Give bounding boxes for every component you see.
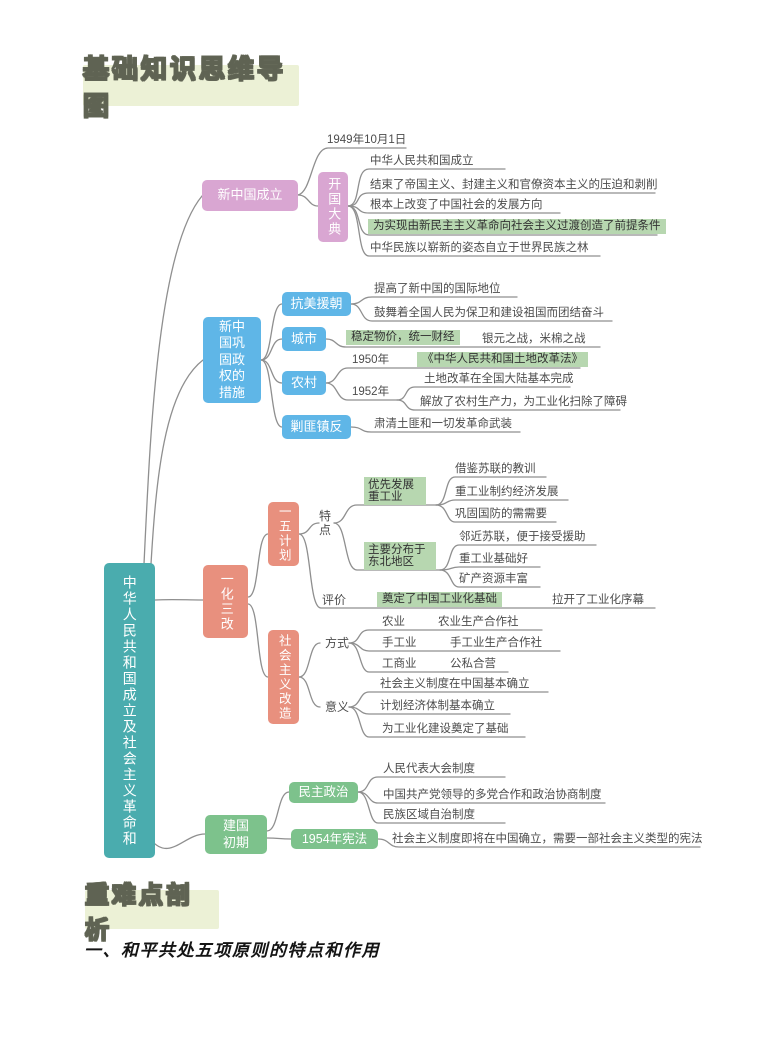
- mindmap-leaf: 结束了帝国主义、封建主义和官僚资本主义的压迫和剥削: [370, 179, 658, 191]
- mindmap-leaf-highlight: 主要分布于东北地区: [364, 542, 436, 570]
- mindmap-leaf-highlight: 稳定物价，统一财经: [346, 330, 460, 345]
- branch3-plan-node: 一五计划: [268, 502, 299, 566]
- mindmap-leaf: 根本上改变了中国社会的发展方向: [370, 199, 543, 211]
- branch3-reform-node: 社会主义改造: [268, 630, 299, 724]
- mindmap-leaf: 中国共产党领导的多党合作和政治协商制度: [383, 789, 602, 801]
- mindmap-leaf: 矿产资源丰富: [459, 573, 528, 585]
- mindmap-leaf: 农业生产合作社: [438, 616, 519, 628]
- key-point-heading: 一、和平共处五项原则的特点和作用: [84, 941, 380, 960]
- mindmap-leaf: 1950年: [352, 354, 390, 366]
- mindmap-leaf-highlight: 《中华人民共和国土地改革法》: [417, 352, 588, 367]
- mindmap-leaf: 土地改革在全国大陆基本完成: [424, 373, 574, 385]
- branch1-node: 新中国成立: [202, 180, 298, 211]
- mindmap-leaf: 为工业化建设奠定了基础: [382, 723, 509, 735]
- mindmap-leaf: 解放了农村生产力，为工业化扫除了障碍: [420, 396, 627, 408]
- label-tedian: 特点: [319, 509, 332, 537]
- mindmap-leaf: 中华人民共和国成立: [370, 155, 474, 167]
- mindmap-leaf: 银元之战，米棉之战: [482, 333, 586, 345]
- mindmap-leaf: 借鉴苏联的教训: [455, 463, 536, 475]
- mindmap-leaf: 社会主义制度在中国基本确立: [380, 678, 530, 690]
- mindmap-leaf-highlight: 为实现由新民主主义革命向社会主义过渡创造了前提条件: [368, 219, 666, 234]
- mindmap-leaf: 工商业: [382, 658, 417, 670]
- mindmap-leaf: 提高了新中国的国际地位: [374, 283, 501, 295]
- branch3-node: 一化三改: [203, 565, 248, 638]
- mindmap-leaf: 邻近苏联，便于接受援助: [459, 531, 586, 543]
- branch2-suppress-node: 剿匪镇反: [282, 415, 351, 439]
- section-badge-key-points-label: 重难点剖析: [84, 881, 193, 944]
- mindmap-root-node: 中华人民共和国成立及社会主义革命和: [104, 563, 155, 858]
- label-pingjia: 评价: [322, 593, 347, 607]
- mindmap-leaf: 肃清土匪和一切发革命武装: [374, 418, 512, 430]
- mindmap-leaf: 重工业基础好: [459, 553, 528, 565]
- mindmap-leaf: 重工业制约经济发展: [455, 486, 559, 498]
- mindmap-leaf-highlight: 优先发展重工业: [364, 477, 426, 505]
- mindmap-leaf: 公私合营: [450, 658, 496, 670]
- mindmap-leaf: 中华民族以崭新的姿态自立于世界民族之林: [370, 242, 589, 254]
- mindmap-leaf-highlight: 奠定了中国工业化基础: [377, 592, 502, 607]
- branch2-rural-node: 农村: [282, 371, 326, 395]
- mindmap-leaf: 巩固国防的需需要: [455, 508, 547, 520]
- branch4-node: 建国初期: [205, 815, 267, 854]
- mindmap-leaf: 鼓舞着全国人民为保卫和建设祖国而团结奋斗: [374, 307, 604, 319]
- mindmap-leaf: 人民代表大会制度: [383, 763, 475, 775]
- mindmap-leaf: 手工业: [382, 637, 417, 649]
- branch1-sub-node: 开国大典: [318, 172, 348, 242]
- mindmap-leaf: 计划经济体制基本确立: [380, 700, 495, 712]
- branch2-kangmei-node: 抗美援朝: [282, 292, 351, 316]
- mindmap-leaf: 民族区域自治制度: [383, 809, 475, 821]
- mindmap-leaf: 农业: [382, 616, 405, 628]
- mindmap-leaf: 拉开了工业化序幕: [552, 594, 644, 606]
- label-fangshi: 方式: [325, 636, 350, 650]
- label-yiyi: 意义: [325, 700, 350, 714]
- mindmap-leaf: 1949年10月1日: [327, 134, 407, 146]
- branch4-democracy-node: 民主政治: [289, 782, 358, 803]
- branch4-constitution-node: 1954年宪法: [291, 829, 378, 849]
- section-badge-basics: 基础知识思维导图: [82, 53, 299, 121]
- section-badge-key-points: 重难点剖析: [84, 881, 219, 944]
- mindmap-leaf: 社会主义制度即将在中国确立，需要一部社会主义类型的宪法: [392, 833, 703, 845]
- mindmap-leaf: 手工业生产合作社: [450, 637, 542, 649]
- branch2-node: 新中国巩固政权的措施: [203, 317, 261, 403]
- section-badge-basics-label: 基础知识思维导图: [82, 53, 287, 121]
- branch2-city-node: 城市: [282, 327, 326, 351]
- mindmap-leaf: 1952年: [352, 386, 390, 398]
